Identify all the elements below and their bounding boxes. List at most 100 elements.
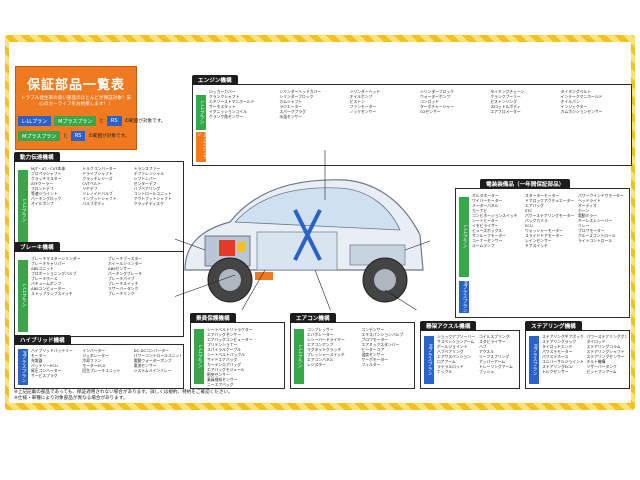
section-title: 電装装備品（一年間保証部品） bbox=[480, 179, 571, 189]
part-item: アッパーアーム bbox=[479, 359, 506, 364]
part-item: インテークマニホールド bbox=[560, 94, 603, 99]
part-item: ブレーキホース bbox=[31, 276, 58, 281]
part-item: レシーバードライヤー bbox=[307, 337, 345, 342]
part-item: ナックル bbox=[437, 369, 453, 374]
part-item: クランク角センサー bbox=[209, 114, 244, 119]
section-title: 懸架アクスル機構 bbox=[420, 321, 477, 331]
part-item: シリンダーヘッドカバー bbox=[279, 89, 322, 94]
part-item: ルームランプ bbox=[472, 243, 495, 248]
part-item: コーナーセンサー bbox=[472, 238, 503, 243]
part-item: モーターECU bbox=[82, 363, 106, 368]
parts-list: コンプレッサーコンデンサーエバポレーターエキスパンションバルブレシーバードライヤ… bbox=[307, 327, 412, 367]
plan-bar: Mプラスプラン bbox=[459, 281, 469, 313]
part-item: コントロールユニット bbox=[133, 191, 172, 196]
part-item: リヤデフ bbox=[82, 186, 98, 191]
part-item: エアミックスダンパー bbox=[361, 342, 400, 347]
part-item: サーモスタット bbox=[209, 104, 236, 109]
parts-list: ロッカーカバーシリンダーヘッドカバーシリンダーヘッドシリンダーブロックタイミング… bbox=[209, 89, 627, 119]
part-item: ヒューズボックス bbox=[472, 228, 503, 233]
part-item: ジェネレーター bbox=[82, 353, 109, 358]
part-item: エキスパンションバルブ bbox=[361, 332, 404, 337]
part-item: ヒーターコア bbox=[361, 347, 385, 352]
part-item: ドアロックアクチュエーター bbox=[525, 198, 574, 203]
section-engine: エンジン機構 L-LLプラン Mプラスプラン ロッカーカバーシリンダーヘッドカバ… bbox=[192, 75, 632, 166]
part-item: オイルポンプ bbox=[31, 201, 54, 206]
part-item: ライトコントロール bbox=[578, 238, 613, 243]
section-title: 乗員保護機構 bbox=[190, 313, 236, 323]
part-item: サンルーフモーター bbox=[472, 233, 506, 238]
plan-bar: L-LLプラン bbox=[194, 329, 204, 384]
part-item: パワーステアリングモーター bbox=[525, 213, 574, 218]
legend-row-1: L-LLプラン Mプラスプラン と RS の範囲が対象です。 bbox=[18, 116, 165, 126]
legend-note: の範囲が対象です。 bbox=[124, 119, 166, 124]
section-aircon: エアコン機構 L-LLプラン コンプレッサーコンデンサーエバポレーターエキスパン… bbox=[290, 313, 415, 389]
part-item: エアバッグモジュール bbox=[207, 367, 245, 372]
footer-note: ※仕様・車種により対象部品が異なる場合があります。 bbox=[14, 396, 128, 401]
part-item: キーレスレシーバー bbox=[578, 218, 613, 223]
section-title: エアコン機構 bbox=[290, 313, 336, 323]
part-item: ホーン bbox=[578, 208, 590, 213]
plan-bar: L-LLプラン bbox=[294, 329, 304, 384]
part-item: エバポレーター bbox=[307, 332, 334, 337]
part-item: クラッチレリーズ bbox=[82, 176, 113, 181]
part-item: ホイールシリンダー bbox=[108, 261, 143, 266]
plan-bar: Mプラスプラン bbox=[529, 336, 539, 384]
part-item: ウォーターポンプ bbox=[420, 94, 451, 99]
section-electrical: 電装装備品（一年間保証部品） L-LLプラン Mプラスプラン オルタネータースタ… bbox=[455, 179, 630, 318]
part-item: エアサスペンション bbox=[437, 354, 471, 359]
legend-pill: RS bbox=[106, 116, 122, 126]
part-item: タイロッドエンド bbox=[542, 344, 573, 349]
part-item: トルクコンバーター bbox=[82, 166, 117, 171]
part-item: ロッカーカバー bbox=[209, 89, 236, 94]
part-item: イグニッションコイル bbox=[209, 109, 247, 114]
part-item: コイルスプリング bbox=[479, 334, 510, 339]
part-item: トレーリングアーム bbox=[479, 364, 513, 369]
footer-note: ※上記記載の部品であっても、保証適用されない場合があります。詳しくは規約、特約を… bbox=[14, 390, 233, 395]
part-item: M/T・AT・CVT本体 bbox=[31, 166, 66, 171]
part-item: ハブベアリング bbox=[133, 186, 161, 191]
part-item: ブレーキキャリパー bbox=[31, 261, 66, 266]
part-item: シリンダーヘッド bbox=[349, 89, 381, 94]
part-item: エアバッグコンピューター bbox=[207, 337, 253, 342]
part-item: パワーウインドウモーター bbox=[578, 193, 624, 198]
footer-notes: ※上記記載の部品であっても、保証適用されない場合があります。詳しくは規約、特約を… bbox=[14, 390, 233, 402]
plan-bar: L-LLプラン bbox=[459, 197, 469, 277]
part-item: 温度センサー bbox=[361, 352, 385, 357]
part-item: カーテンエアバッグ bbox=[207, 362, 242, 367]
part-item: バルブボディ bbox=[82, 201, 105, 206]
plan-bar: L-LLプラン bbox=[18, 260, 28, 332]
parts-list: M/T・AT・CVT本体トルクコンバータートランスファープロペラシャフトドライブ… bbox=[31, 166, 181, 206]
part-item: オーディオ bbox=[578, 203, 597, 208]
part-item: 回生ブレーキユニット bbox=[82, 368, 121, 373]
part-item: オイルパン bbox=[560, 99, 580, 104]
part-item: パワーコントロールユニット bbox=[133, 353, 181, 358]
part-item: ブレーキマスターシリンダー bbox=[31, 256, 81, 261]
part-item: クランクシャフト bbox=[209, 94, 240, 99]
part-item: CVTベルト bbox=[82, 181, 102, 186]
legend-pill: Mプラスプラン bbox=[18, 131, 61, 141]
part-item: 水温センサー bbox=[279, 114, 303, 119]
part-item: サービスプラグ bbox=[31, 373, 58, 378]
part-item: スタビライザー bbox=[479, 339, 506, 344]
part-item: プロペラシャフト bbox=[31, 171, 62, 176]
part-item: エキゾーストマニホールド bbox=[209, 99, 255, 104]
part-item: スパイラルケーブル bbox=[207, 347, 241, 352]
part-item: エアコンパネル bbox=[307, 357, 334, 362]
part-item: イモビライザー bbox=[472, 223, 499, 228]
part-item: インバーター bbox=[82, 348, 106, 353]
part-item: バックカメラ bbox=[525, 218, 548, 223]
parts-list: シートベルトリトラクターエアバッグセンサーエアバッグコンピュータープリテンショナ… bbox=[207, 327, 283, 387]
plan-bar: Mプラスプラン bbox=[18, 349, 28, 385]
part-item: パーキングロック bbox=[31, 196, 62, 201]
part-item: ピストン bbox=[349, 99, 365, 104]
part-item: エアコンアンプ bbox=[307, 342, 334, 347]
part-item: ABSセンサー bbox=[108, 266, 131, 271]
part-item: サスペンションアーム bbox=[437, 339, 475, 344]
part-item: コンプレッサー bbox=[307, 327, 334, 332]
parts-list: ショックアブソーバーコイルスプリングサスペンションアームスタビライザーボールジョ… bbox=[437, 334, 517, 374]
part-item: シリンダーブロック bbox=[420, 89, 454, 94]
part-item: ピットマンアーム bbox=[586, 369, 617, 374]
section-drivetrain: 動力伝達機構 L-LLプラン M/T・AT・CVT本体トルクコンバータートランス… bbox=[14, 152, 184, 256]
part-item: ニーエアバッグ bbox=[207, 382, 234, 387]
